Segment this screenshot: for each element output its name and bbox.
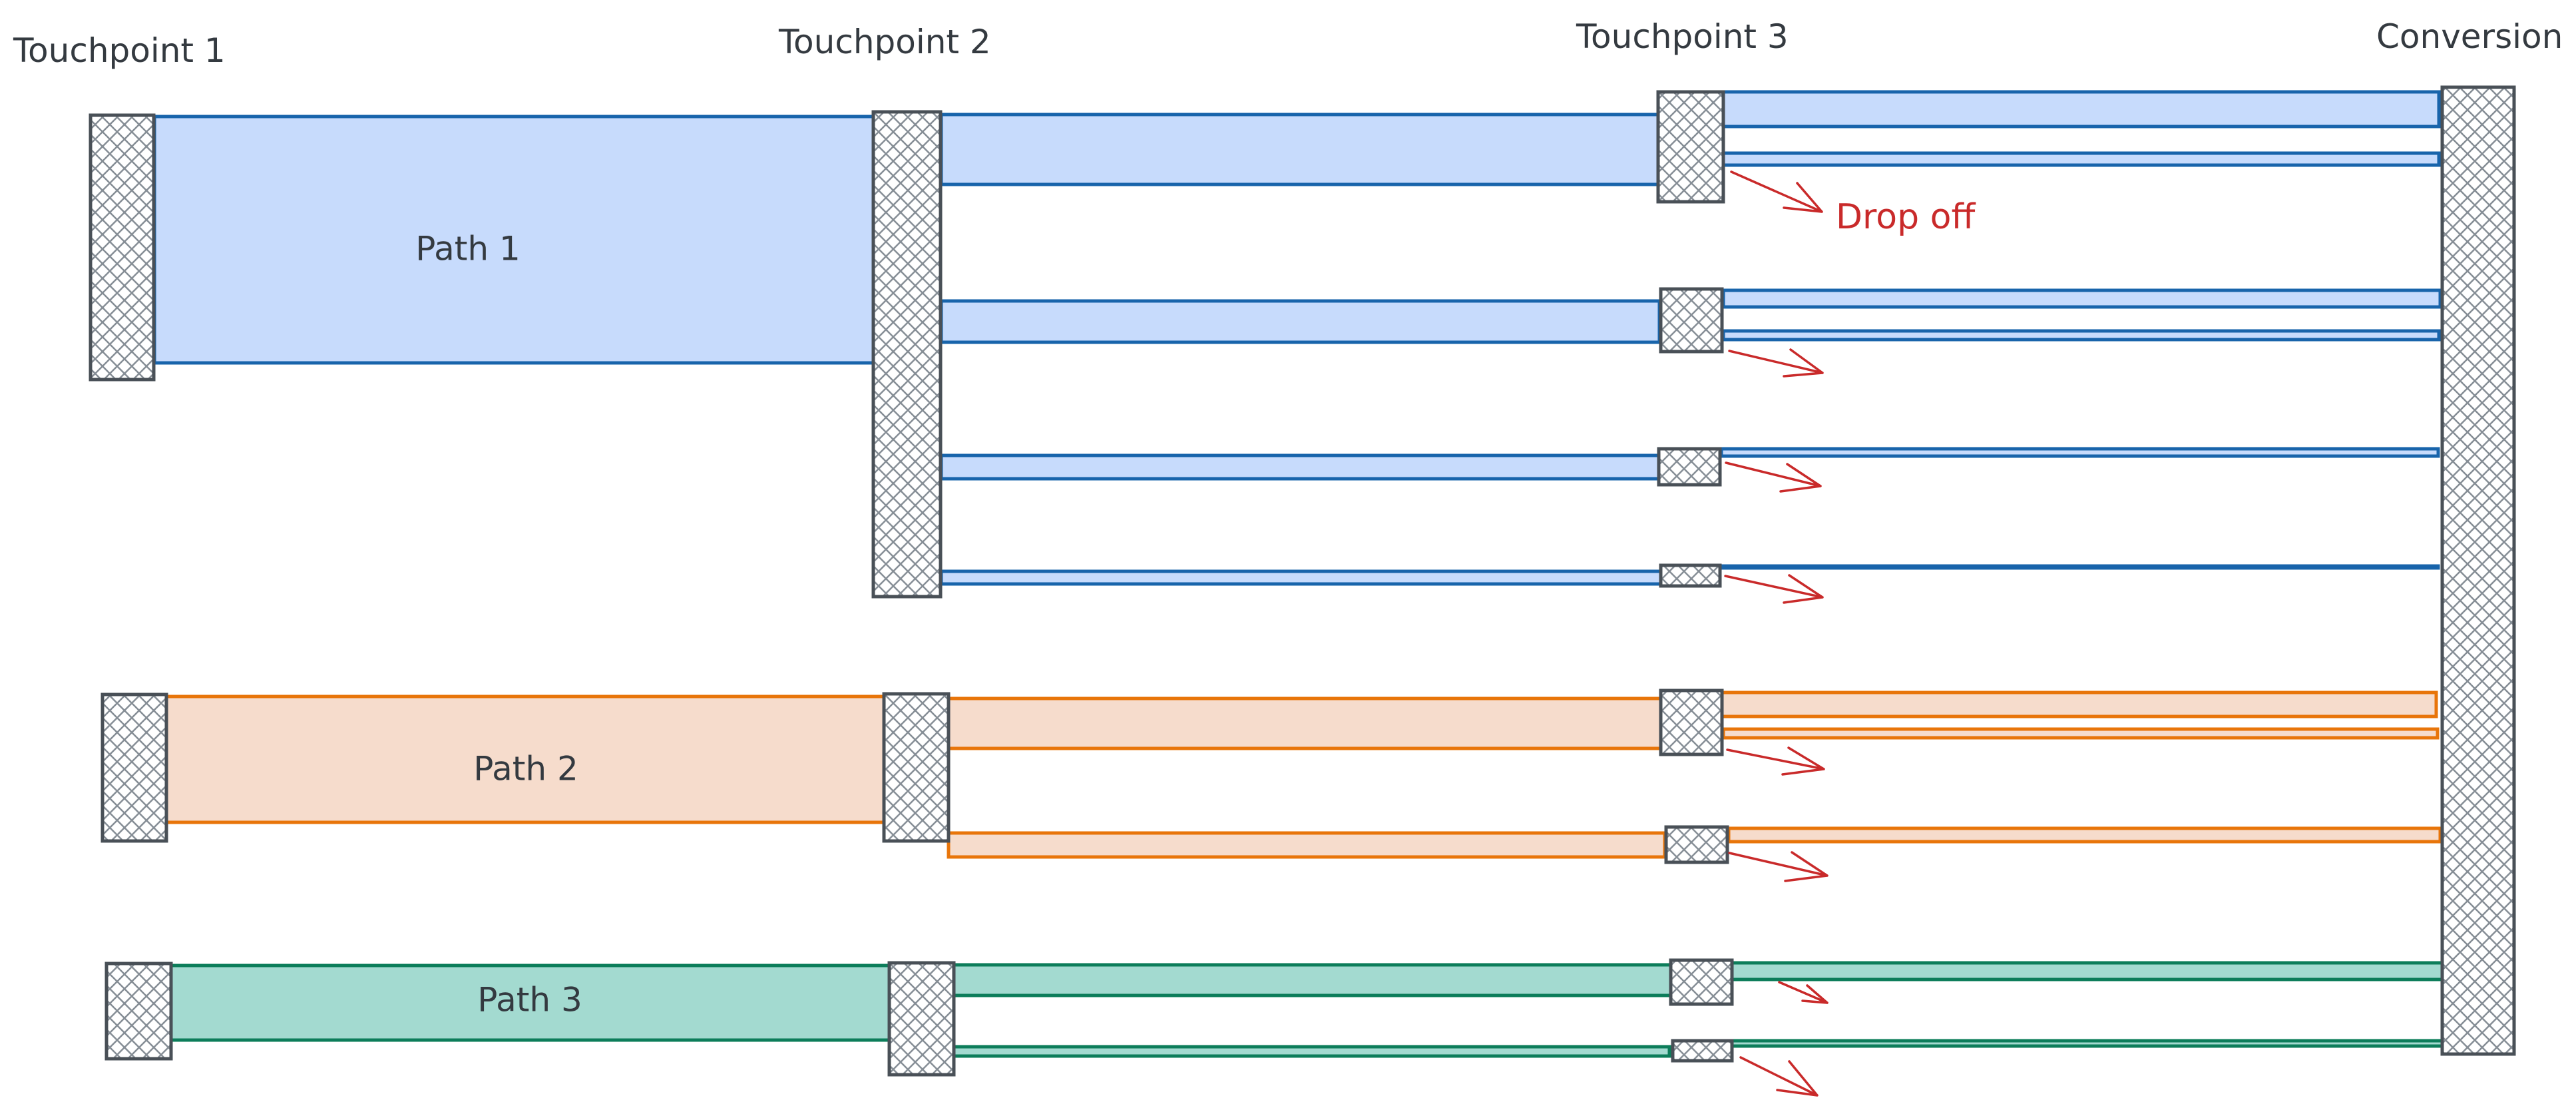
path-1-label: Path 1	[415, 230, 521, 268]
path-1-branch-1-conversion-b[interactable]	[1721, 151, 2441, 167]
touchpoint-2-node-path-1[interactable]	[871, 110, 943, 599]
path-1-branch-1-conversion-a[interactable]	[1721, 90, 2441, 129]
drop-off-arrow-icon	[1725, 461, 1822, 493]
path-2-flow[interactable]	[164, 694, 886, 824]
stage-label-touchpoint-2: Touchpoint 2	[778, 23, 991, 61]
touchpoint-3-node-path-2-b[interactable]	[1664, 825, 1729, 864]
path-2-label: Path 2	[473, 750, 578, 788]
path-1-branch-3[interactable]	[939, 453, 1661, 481]
drop-off-arrow-icon	[1724, 574, 1824, 604]
path-1-branch-2-conversion-b[interactable]	[1721, 329, 2441, 342]
path-3-branch-2[interactable]	[952, 1045, 1671, 1058]
touchpoint-3-node-path-1-c[interactable]	[1657, 447, 1722, 487]
path-2-branch-1[interactable]	[947, 696, 1663, 750]
drop-off-label: Drop off	[1836, 197, 1976, 237]
stage-label-conversion: Conversion	[2376, 17, 2563, 56]
path-2-branch-2[interactable]	[947, 831, 1667, 859]
touchpoint-3-node-path-1-a[interactable]	[1656, 90, 1725, 204]
path-1-branch-4[interactable]	[939, 569, 1663, 586]
drop-off-arrow-icon	[1728, 348, 1824, 378]
path-2-group	[164, 691, 2442, 859]
path-1-flow[interactable]	[152, 115, 875, 365]
touchpoint-3-node-path-3-b[interactable]	[1671, 1039, 1734, 1063]
touchpoint-1-node-path-2[interactable]	[101, 693, 168, 843]
stage-label-touchpoint-1: Touchpoint 1	[13, 31, 226, 70]
path-1-branch-4-conversion[interactable]	[1719, 564, 2440, 570]
path-3-branch-1-conversion[interactable]	[1729, 961, 2444, 981]
conversion-node[interactable]	[2440, 85, 2516, 1056]
drop-off-arrows	[1724, 170, 1828, 1097]
path-2-branch-1-conversion-a[interactable]	[1720, 691, 2438, 718]
drop-off-arrow-icon	[1778, 981, 1828, 1004]
path-1-group	[152, 90, 2442, 586]
touchpoint-1-node-path-1[interactable]	[89, 113, 156, 382]
path-3-group	[169, 961, 2450, 1058]
stage-label-touchpoint-3: Touchpoint 3	[1576, 17, 1789, 56]
touchpoint-3-node-path-3-a[interactable]	[1669, 958, 1734, 1006]
path-1-branch-2-conversion-a[interactable]	[1721, 288, 2442, 309]
drop-off-arrow-icon	[1739, 1056, 1819, 1097]
touchpoint-3-node-path-1-b[interactable]	[1659, 287, 1724, 354]
drop-off-arrow-icon	[1728, 851, 1828, 882]
path-2-branch-1-conversion-b[interactable]	[1721, 727, 2440, 740]
touchpoint-2-node-path-2[interactable]	[882, 692, 951, 843]
path-3-label: Path 3	[477, 981, 582, 1019]
path-3-branch-1[interactable]	[952, 963, 1673, 997]
drop-off-arrow-icon	[1726, 746, 1825, 776]
path-2-branch-2-conversion[interactable]	[1727, 826, 2442, 844]
path-1-branch-3-conversion[interactable]	[1719, 447, 2440, 458]
drop-off-arrow-icon	[1730, 170, 1823, 213]
touchpoint-3-node-path-2-a[interactable]	[1659, 689, 1724, 756]
path-1-branch-1[interactable]	[939, 113, 1660, 186]
path-1-branch-2[interactable]	[939, 299, 1661, 344]
touchpoint-1-node-path-3[interactable]	[105, 962, 173, 1061]
touchpoint-2-node-path-3[interactable]	[887, 961, 956, 1077]
touchpoint-3-node-path-1-d[interactable]	[1659, 563, 1722, 588]
path-3-branch-2-conversion[interactable]	[1729, 1039, 2450, 1048]
path-3-flow[interactable]	[169, 964, 891, 1042]
